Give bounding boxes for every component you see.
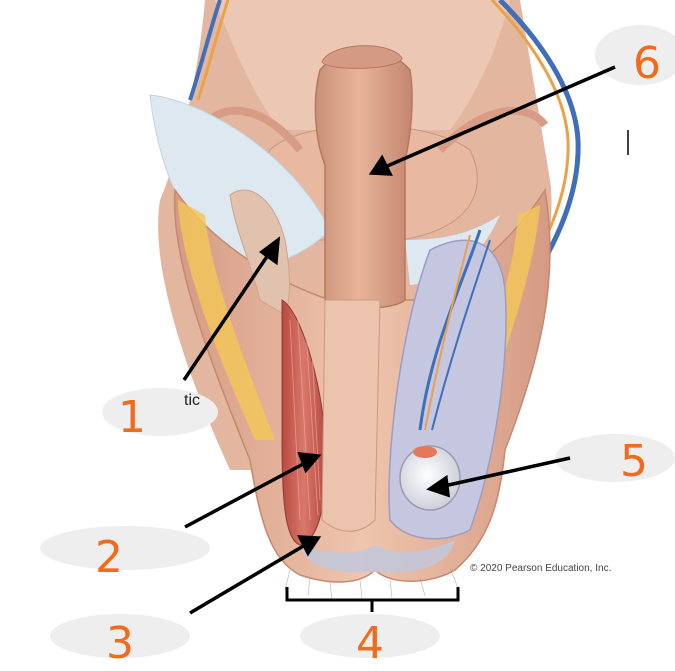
partial-label-text: tic: [184, 392, 200, 409]
fat-left: [178, 200, 275, 440]
arrow-2-head: [297, 451, 322, 474]
arrow-2: [184, 461, 306, 529]
copyright-credit: © 2020 Pearson Education, Inc.: [470, 563, 611, 574]
label-number-2: 2: [95, 532, 123, 583]
glans: [321, 45, 403, 69]
epididymis-head: [413, 446, 437, 458]
label-number-3: 3: [106, 618, 134, 669]
hairs: [284, 567, 459, 601]
arrow-5: [443, 456, 571, 488]
scrotal-septum: [300, 540, 455, 573]
arrow-3-head: [297, 535, 322, 557]
label-blob-6: [595, 25, 675, 85]
bracket-4: [285, 587, 460, 612]
right-cord-vein: [431, 239, 491, 431]
right-cord-artery: [424, 234, 471, 431]
label-number-1: 1: [118, 392, 146, 443]
label-number-5: 5: [620, 436, 648, 487]
arrow-6: [384, 65, 616, 169]
arrow-1: [182, 251, 272, 381]
arrow-6-head: [368, 154, 393, 176]
label-number-6: 6: [633, 38, 661, 89]
right-cord-vessels: [418, 229, 482, 431]
penis-shaft: [314, 50, 413, 309]
muscle-striation: [289, 319, 321, 521]
label-blob-4: [300, 614, 440, 658]
arrows: [182, 65, 616, 615]
arrow-5-head: [426, 474, 451, 498]
arrow-1-head: [259, 236, 281, 266]
lower-shaft: [321, 299, 381, 532]
label-blob-3: [50, 614, 190, 658]
label-blob-5: [555, 434, 675, 482]
label-blob-1: [102, 388, 218, 436]
label-blob-2: [40, 526, 210, 570]
arrow-3: [189, 543, 306, 615]
label-number-4: 4: [356, 618, 384, 669]
